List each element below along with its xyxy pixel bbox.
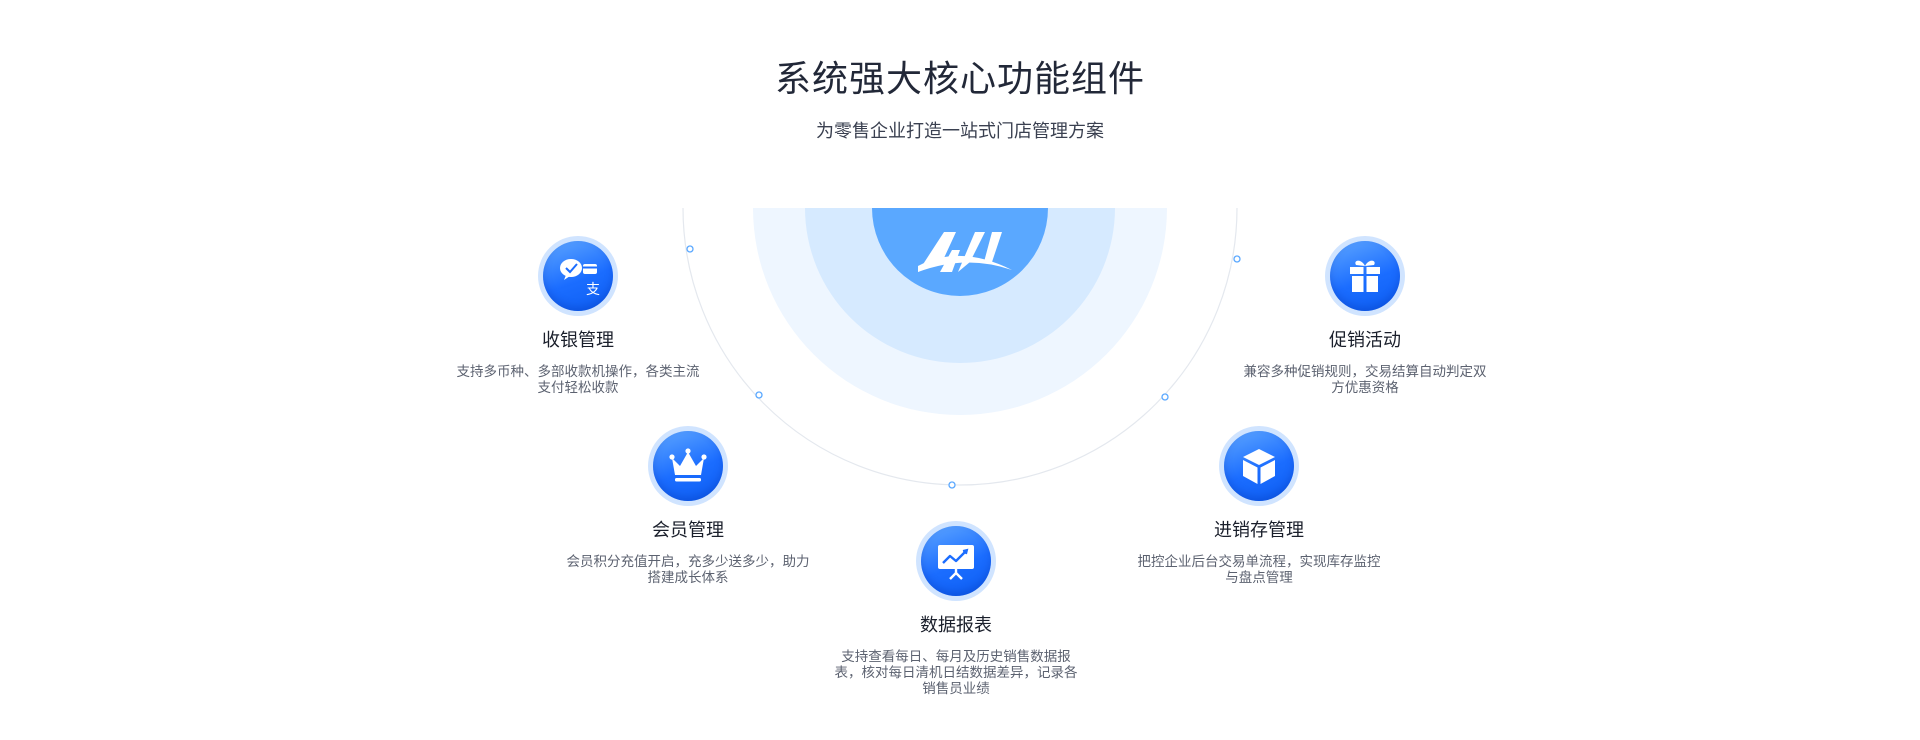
feature-title: 收银管理: [542, 330, 614, 351]
orbit-node: [755, 391, 763, 399]
feature-inventory: 进销存管理 把控企业后台交易单流程，实现库存监控与盘点管理: [1129, 426, 1389, 586]
page-title: 系统强大核心功能组件: [774, 59, 1145, 100]
orbit-node: [948, 481, 956, 489]
box-icon: [1224, 431, 1294, 501]
feature-description: 支持多币种、多部收款机操作，各类主流支付轻松收款: [456, 364, 700, 396]
hub-core: [872, 208, 1048, 296]
brand-logo-icon: [918, 232, 1012, 272]
feature-membership: 会员管理 会员积分充值开启，充多少送多少，助力搭建成长体系: [558, 426, 818, 586]
payment-icon: 支: [543, 241, 613, 311]
feature-title: 会员管理: [652, 520, 724, 541]
crown-icon-ring: [648, 426, 728, 506]
feature-description: 兼容多种促销规则，交易结算自动判定双方优惠资格: [1243, 364, 1487, 396]
feature-data-reports: 数据报表 支持查看每日、每月及历史销售数据报表，核对每日清机日结数据差异，记录各…: [826, 521, 1086, 697]
page-subtitle: 为零售企业打造一站式门店管理方案: [816, 121, 1104, 142]
presentation-chart-icon-ring: [916, 521, 996, 601]
presentation-chart-icon: [921, 526, 991, 596]
feature-cashier: 支 收银管理 支持多币种、多部收款机操作，各类主流支付轻松收款: [448, 236, 708, 396]
feature-description: 把控企业后台交易单流程，实现库存监控与盘点管理: [1137, 554, 1381, 586]
orbit-node: [686, 245, 694, 253]
feature-title: 促销活动: [1329, 330, 1401, 351]
crown-icon: [653, 431, 723, 501]
box-icon-ring: [1219, 426, 1299, 506]
feature-description: 支持查看每日、每月及历史销售数据报表，核对每日清机日结数据差异，记录各销售员业绩: [834, 649, 1078, 697]
payment-icon-ring: 支: [538, 236, 618, 316]
feature-title: 数据报表: [920, 615, 992, 636]
gift-icon-ring: [1325, 236, 1405, 316]
orbit-arc: [682, 208, 1238, 486]
gift-icon: [1330, 241, 1400, 311]
feature-title: 进销存管理: [1214, 520, 1304, 541]
svg-text:支: 支: [586, 282, 600, 298]
feature-description: 会员积分充值开启，充多少送多少，助力搭建成长体系: [566, 554, 810, 586]
orbit-node: [1233, 255, 1241, 263]
feature-promotions: 促销活动 兼容多种促销规则，交易结算自动判定双方优惠资格: [1235, 236, 1495, 396]
orbit-node: [1161, 393, 1169, 401]
